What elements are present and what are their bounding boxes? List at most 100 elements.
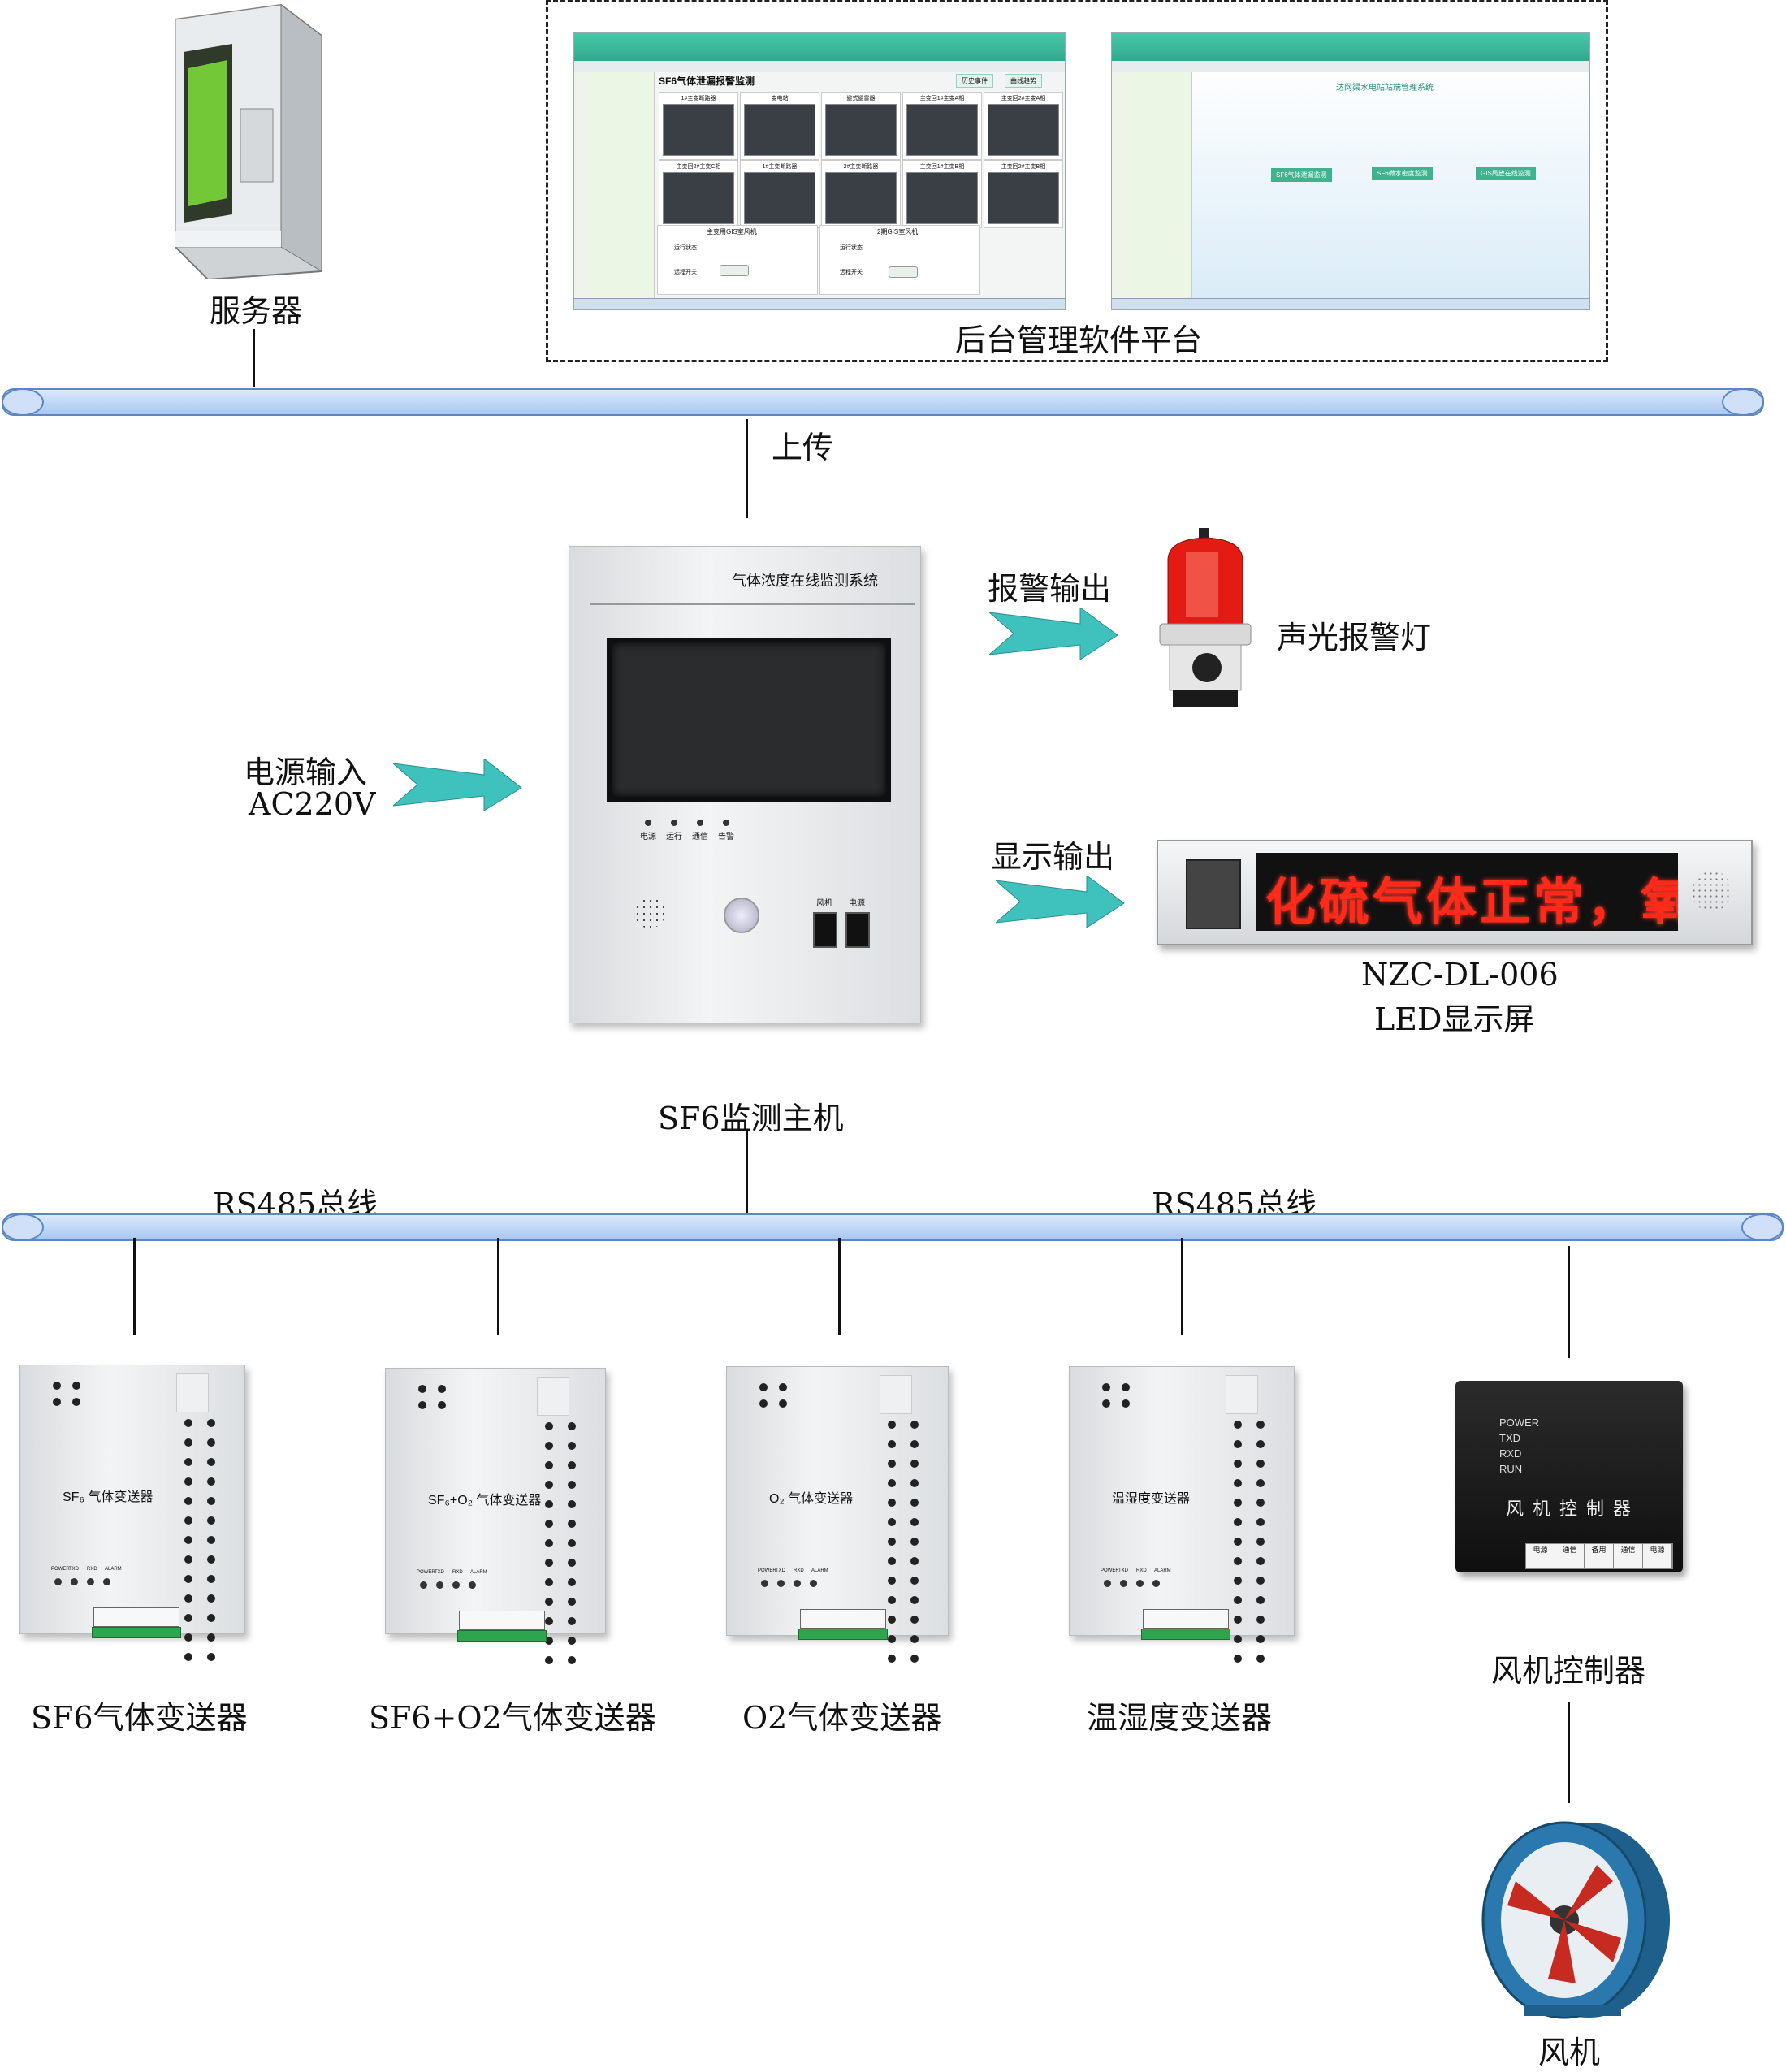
- transmitter-device-text: SF₆ 气体变送器: [63, 1490, 154, 1504]
- sensor-tile-label: 2#主变断路器: [843, 164, 879, 170]
- indicator-led-icon: [645, 820, 651, 826]
- fan-controller-terminals: 电源通信备用通信电源: [1525, 1543, 1673, 1569]
- transmitter-label: SF6+O2气体变送器: [369, 1700, 656, 1736]
- history-events-button[interactable]: 历史事件: [956, 74, 993, 88]
- display-output-label: 显示输出: [991, 839, 1115, 875]
- software-platform-box: [546, 0, 1608, 362]
- vent-holes: [1102, 1383, 1130, 1408]
- alarm-output-arrow: [989, 608, 1118, 660]
- host-label: SF6监测主机: [658, 1101, 844, 1136]
- terminal-label: 通信: [1614, 1544, 1643, 1568]
- transmitter-led-label: POWER: [417, 1570, 435, 1575]
- fan-controller-led-rxd: RXD: [1499, 1447, 1522, 1460]
- transmitter-device-text: 温湿度变送器: [1112, 1492, 1191, 1506]
- sensor-tile-label: 主变回2#主变C相: [676, 164, 721, 170]
- speaker-grille: [634, 898, 665, 928]
- led-ir-window: [1186, 859, 1241, 929]
- sensor-tile: 变电站: [740, 92, 819, 160]
- sensor-tile-label: 主变回2#主变A相: [1001, 96, 1046, 102]
- vent-holes: [53, 1382, 80, 1406]
- fan-panel-1-run-status: 运行状态: [674, 245, 697, 251]
- sensor-tile-display: [744, 172, 815, 224]
- transmitter-led-label: POWER: [1101, 1568, 1119, 1573]
- fan-panel-2-remote-switch: 远程开关: [840, 270, 863, 275]
- status-led-icon: [103, 1578, 110, 1585]
- host-indicator-label: 电源: [640, 833, 656, 841]
- transmitter-led-label: POWER: [51, 1567, 70, 1572]
- terminal-block: [800, 1609, 886, 1629]
- label-window: [176, 1373, 209, 1412]
- transmitter-device-text: O₂ 气体变送器: [769, 1492, 854, 1506]
- host-indicator-label: 通信: [692, 833, 708, 841]
- fan-switch[interactable]: [813, 912, 837, 948]
- top-network-bus: [2, 388, 1764, 416]
- fan-panel-1: 主变用GIS室风机 运行状态 远程开关: [657, 225, 818, 295]
- transmitter-led-label: ALARM: [811, 1568, 828, 1573]
- sensor-tile-display: [906, 104, 978, 156]
- sf6-micro-water-button[interactable]: SF6微水密度监测: [1372, 167, 1433, 180]
- status-led-icon: [469, 1581, 476, 1589]
- host-lcd-screen: [607, 638, 891, 802]
- terminal-label: 通信: [1555, 1544, 1585, 1568]
- sensor-tile-label: 避式避雷器: [846, 96, 876, 102]
- fan-controller-led-list: POWER TXD RXD RUN: [1499, 1415, 1539, 1477]
- host-indicator-label: 告警: [718, 833, 734, 841]
- label-window: [1226, 1375, 1258, 1414]
- sensor-tile-display: [988, 172, 1059, 224]
- status-led-icon: [71, 1578, 78, 1585]
- host-indicator: 告警: [714, 820, 738, 841]
- sensor-tile-label: 变电站: [771, 96, 789, 102]
- fan-panel-1-toggle[interactable]: [720, 265, 749, 276]
- sensor-tile: 主变回1#主变A相: [902, 92, 982, 160]
- gis-pd-monitor-button[interactable]: GIS局放在线监测: [1476, 167, 1536, 180]
- vent-holes: [759, 1383, 787, 1408]
- status-led-icon: [1152, 1580, 1160, 1587]
- led-display-label: LED显示屏: [1374, 1001, 1535, 1037]
- green-connector: [457, 1630, 547, 1642]
- fan-controller-connector: [1568, 1246, 1570, 1358]
- sensor-tile: 主变回2#主变C相: [659, 160, 738, 228]
- green-connector: [798, 1629, 888, 1640]
- host-indicator: 电源: [636, 820, 660, 841]
- transmitter-led-label: TXD: [1118, 1568, 1128, 1573]
- axial-fan-image: [1467, 1816, 1678, 2024]
- status-led-icon: [452, 1581, 460, 1589]
- fan-label: 风机: [1538, 2035, 1601, 2070]
- power-switch[interactable]: [845, 912, 870, 948]
- sensor-tile-label: 1#主变断路器: [681, 96, 716, 102]
- transmitter-led-label: ALARM: [470, 1570, 487, 1575]
- screen2-title: 达网渠水电站站端管理系统: [1336, 84, 1434, 93]
- terminal-label: 电源: [1526, 1544, 1555, 1568]
- status-led-icon: [1120, 1580, 1127, 1587]
- led-text-panel: 化硫气体正常，氧: [1256, 853, 1678, 931]
- vent-holes: [545, 1422, 576, 1664]
- fan-controller-label: 风机控制器: [1491, 1653, 1646, 1689]
- host-panel-title: 气体浓度在线监测系统: [732, 573, 878, 589]
- sensor-tile-display: [744, 104, 815, 156]
- status-led-icon: [810, 1580, 817, 1587]
- indicator-led-icon: [723, 820, 729, 826]
- alarm-lamp-image: [1148, 528, 1262, 720]
- fan-panel-2-toggle[interactable]: [889, 266, 918, 278]
- vent-holes: [184, 1419, 215, 1661]
- sensor-tile-display: [825, 104, 897, 156]
- trend-curve-button[interactable]: 曲线趋势: [1005, 74, 1042, 88]
- status-led-icon: [761, 1580, 768, 1587]
- monitor-screen-1: SF6气体泄漏报警监测 历史事件 曲线趋势 1#主变断路器变电站避式避雷器主变回…: [573, 32, 1066, 310]
- transmitter-label: SF6气体变送器: [31, 1700, 248, 1736]
- sf6-leak-monitor-button[interactable]: SF6气体泄漏监测: [1271, 168, 1332, 182]
- transmitter-led-label: POWER: [758, 1568, 776, 1573]
- transmitter-led-label: RXD: [794, 1568, 804, 1573]
- rs485-bus: [2, 1213, 1784, 1241]
- green-connector: [92, 1627, 181, 1638]
- vent-holes: [888, 1421, 919, 1663]
- alarm-lamp-label: 声光报警灯: [1277, 620, 1432, 655]
- sensor-tile: 主变回2#主变B相: [984, 160, 1063, 228]
- status-led-icon: [794, 1580, 801, 1587]
- sensor-tile: 1#主变断路器: [740, 160, 819, 228]
- transmitter-device-text: SF₆+O₂ 气体变送器: [428, 1494, 542, 1507]
- sf6-monitoring-host: 气体浓度在线监测系统 电源运行通信告警 风机 电源: [569, 546, 921, 1023]
- transmitter-led-label: TXD: [69, 1567, 79, 1572]
